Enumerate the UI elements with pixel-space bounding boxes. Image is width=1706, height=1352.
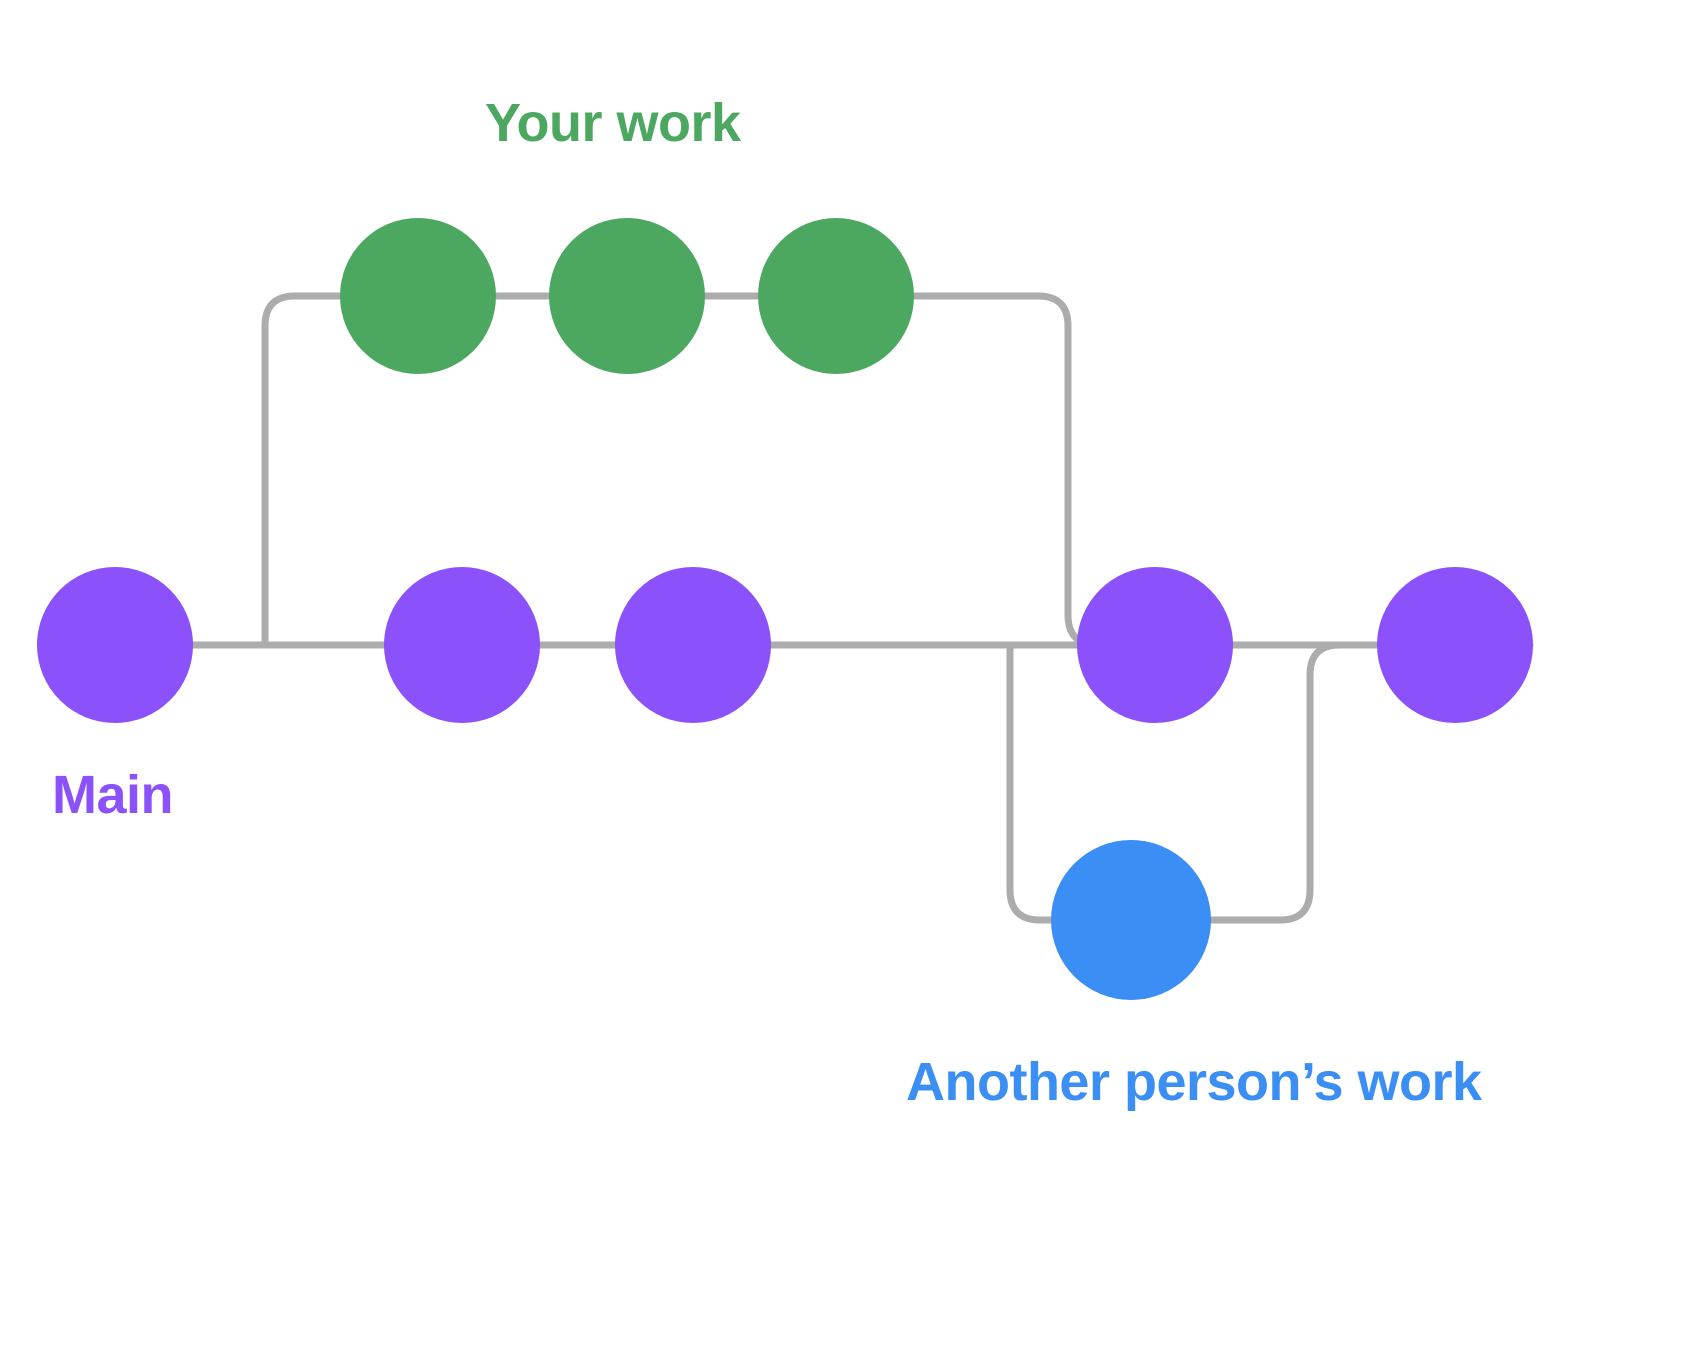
connector-merge-your-work	[910, 292, 1102, 649]
commit-node-main-1[interactable]	[37, 567, 193, 723]
connector-fork-your-work	[261, 292, 349, 649]
commit-node-your-work-3[interactable]	[758, 218, 914, 374]
commit-node-another-person-1[interactable]	[1051, 840, 1211, 1000]
connector-merge-another-person	[1207, 641, 1344, 924]
commit-node-main-4[interactable]	[1077, 567, 1233, 723]
commit-node-your-work-2[interactable]	[549, 218, 705, 374]
branch-label-your-work: Your work	[485, 93, 741, 153]
branch-label-main: Main	[52, 765, 174, 825]
commit-node-main-5[interactable]	[1377, 567, 1533, 723]
commit-node-main-3[interactable]	[615, 567, 771, 723]
commit-node-main-2[interactable]	[384, 567, 540, 723]
commit-node-your-work-1[interactable]	[340, 218, 496, 374]
branch-label-another-person: Another person’s work	[906, 1052, 1482, 1112]
connector-fork-another-person	[1006, 641, 1056, 924]
